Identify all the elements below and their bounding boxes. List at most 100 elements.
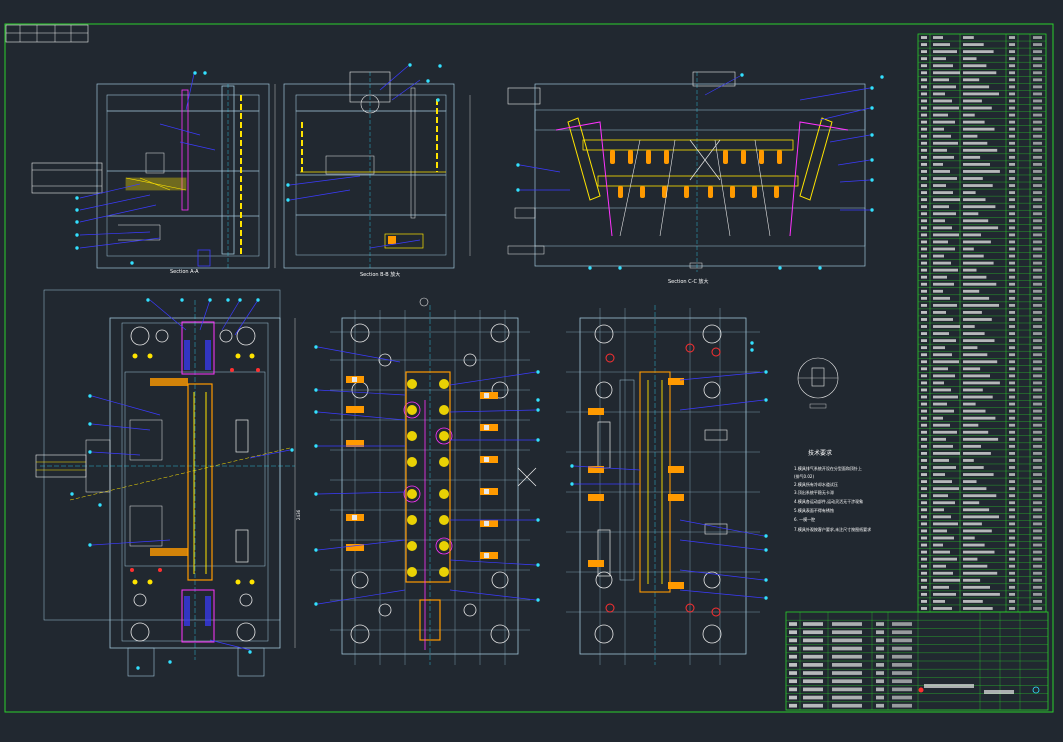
title-cell (832, 654, 862, 659)
view-plan-right[interactable] (566, 305, 839, 665)
parts-row-name (963, 592, 1000, 596)
parts-row-qty (1009, 395, 1015, 399)
title-cell (892, 622, 912, 626)
parts-row-qty (1009, 437, 1015, 441)
view-plan-left[interactable]: 2436 (35, 289, 301, 677)
title-cell (803, 646, 823, 651)
parts-row-number (921, 423, 927, 427)
parts-row-code (933, 374, 955, 378)
parts-row-code (933, 268, 958, 272)
parts-row-name (963, 247, 974, 251)
parts-row-code (933, 99, 952, 103)
parts-row-name (963, 64, 987, 68)
parts-row-code (933, 162, 943, 166)
parts-row-code (933, 578, 960, 582)
parts-row-number (921, 170, 927, 173)
parts-row-remark (1033, 275, 1042, 279)
parts-row-name (963, 141, 988, 145)
parts-row-name (963, 409, 986, 413)
parts-row-number (921, 205, 927, 209)
parts-row-remark (1033, 374, 1042, 378)
view-section-c[interactable]: Section C-C 放大 (507, 71, 884, 285)
title-block[interactable] (785, 611, 1049, 711)
parts-row-name (963, 466, 984, 469)
parts-row-number (921, 451, 927, 455)
parts-row-name (963, 607, 993, 610)
parts-row-code (933, 585, 949, 589)
parts-row-qty (1009, 71, 1015, 75)
parts-row-number (921, 585, 927, 589)
parts-row-name (963, 550, 995, 554)
parts-row-qty (1009, 311, 1015, 314)
parts-row-code (933, 557, 957, 561)
parts-list-table[interactable] (917, 33, 1047, 613)
title-cell (789, 695, 797, 700)
parts-row-code (933, 247, 955, 251)
parts-row-number (921, 43, 927, 46)
parts-row-remark (1033, 43, 1042, 46)
title-cell (789, 687, 797, 692)
parts-row-name (963, 423, 979, 427)
parts-row-number (921, 212, 927, 216)
parts-row-number (921, 240, 927, 244)
parts-row-code (933, 346, 945, 350)
parts-row-number (921, 374, 927, 378)
parts-row-code (933, 388, 951, 392)
parts-row-code (933, 437, 946, 441)
title-cell (832, 671, 862, 675)
parts-row-number (921, 36, 927, 39)
parts-row-qty (1009, 339, 1015, 343)
parts-row-code (933, 177, 957, 180)
parts-row-qty (1009, 106, 1015, 110)
parts-row-code (933, 494, 948, 498)
view-section-b[interactable]: Section B-B 放大 (283, 63, 471, 278)
view-plan-center[interactable] (314, 297, 540, 665)
parts-row-number (921, 607, 927, 610)
parts-row-number (921, 501, 927, 505)
parts-row-code (933, 536, 954, 540)
parts-row-code (933, 402, 947, 406)
parts-row-code (933, 36, 943, 39)
parts-row-number (921, 233, 927, 237)
parts-row-qty (1009, 184, 1015, 187)
parts-row-name (963, 212, 979, 216)
parts-row-code (933, 254, 944, 258)
parts-row-remark (1033, 360, 1042, 364)
view-section-a[interactable]: Section A-A (31, 71, 276, 275)
parts-row-qty (1009, 402, 1015, 406)
parts-row-qty (1009, 148, 1015, 152)
title-cell (789, 671, 797, 675)
parts-row-remark (1033, 36, 1042, 39)
parts-row-remark (1033, 170, 1042, 173)
parts-row-number (921, 296, 927, 300)
parts-row-remark (1033, 141, 1042, 145)
parts-row-code (933, 113, 948, 117)
parts-row-name (963, 459, 974, 462)
title-cell (803, 630, 823, 635)
parts-row-code (933, 311, 946, 314)
parts-row-remark (1033, 311, 1042, 314)
parts-row-qty (1009, 275, 1015, 279)
parts-row-qty (1009, 367, 1015, 371)
parts-row-remark (1033, 92, 1042, 96)
parts-row-code (933, 360, 959, 364)
parts-row-qty (1009, 353, 1015, 357)
parts-row-qty (1009, 43, 1015, 46)
parts-row-name (963, 353, 988, 357)
parts-row-code (933, 522, 958, 526)
parts-row-remark (1033, 346, 1042, 350)
parts-row-number (921, 388, 927, 392)
parts-row-name (963, 374, 990, 378)
parts-row-number (921, 198, 927, 202)
parts-row-name (963, 367, 981, 371)
parts-row-code (933, 261, 951, 265)
parts-row-number (921, 416, 927, 420)
parts-row-code (933, 155, 954, 159)
parts-row-qty (1009, 127, 1015, 131)
title-cell (892, 671, 912, 675)
parts-row-qty (1009, 247, 1015, 251)
title-cell (789, 703, 797, 708)
parts-row-number (921, 550, 927, 554)
parts-row-remark (1033, 191, 1042, 195)
